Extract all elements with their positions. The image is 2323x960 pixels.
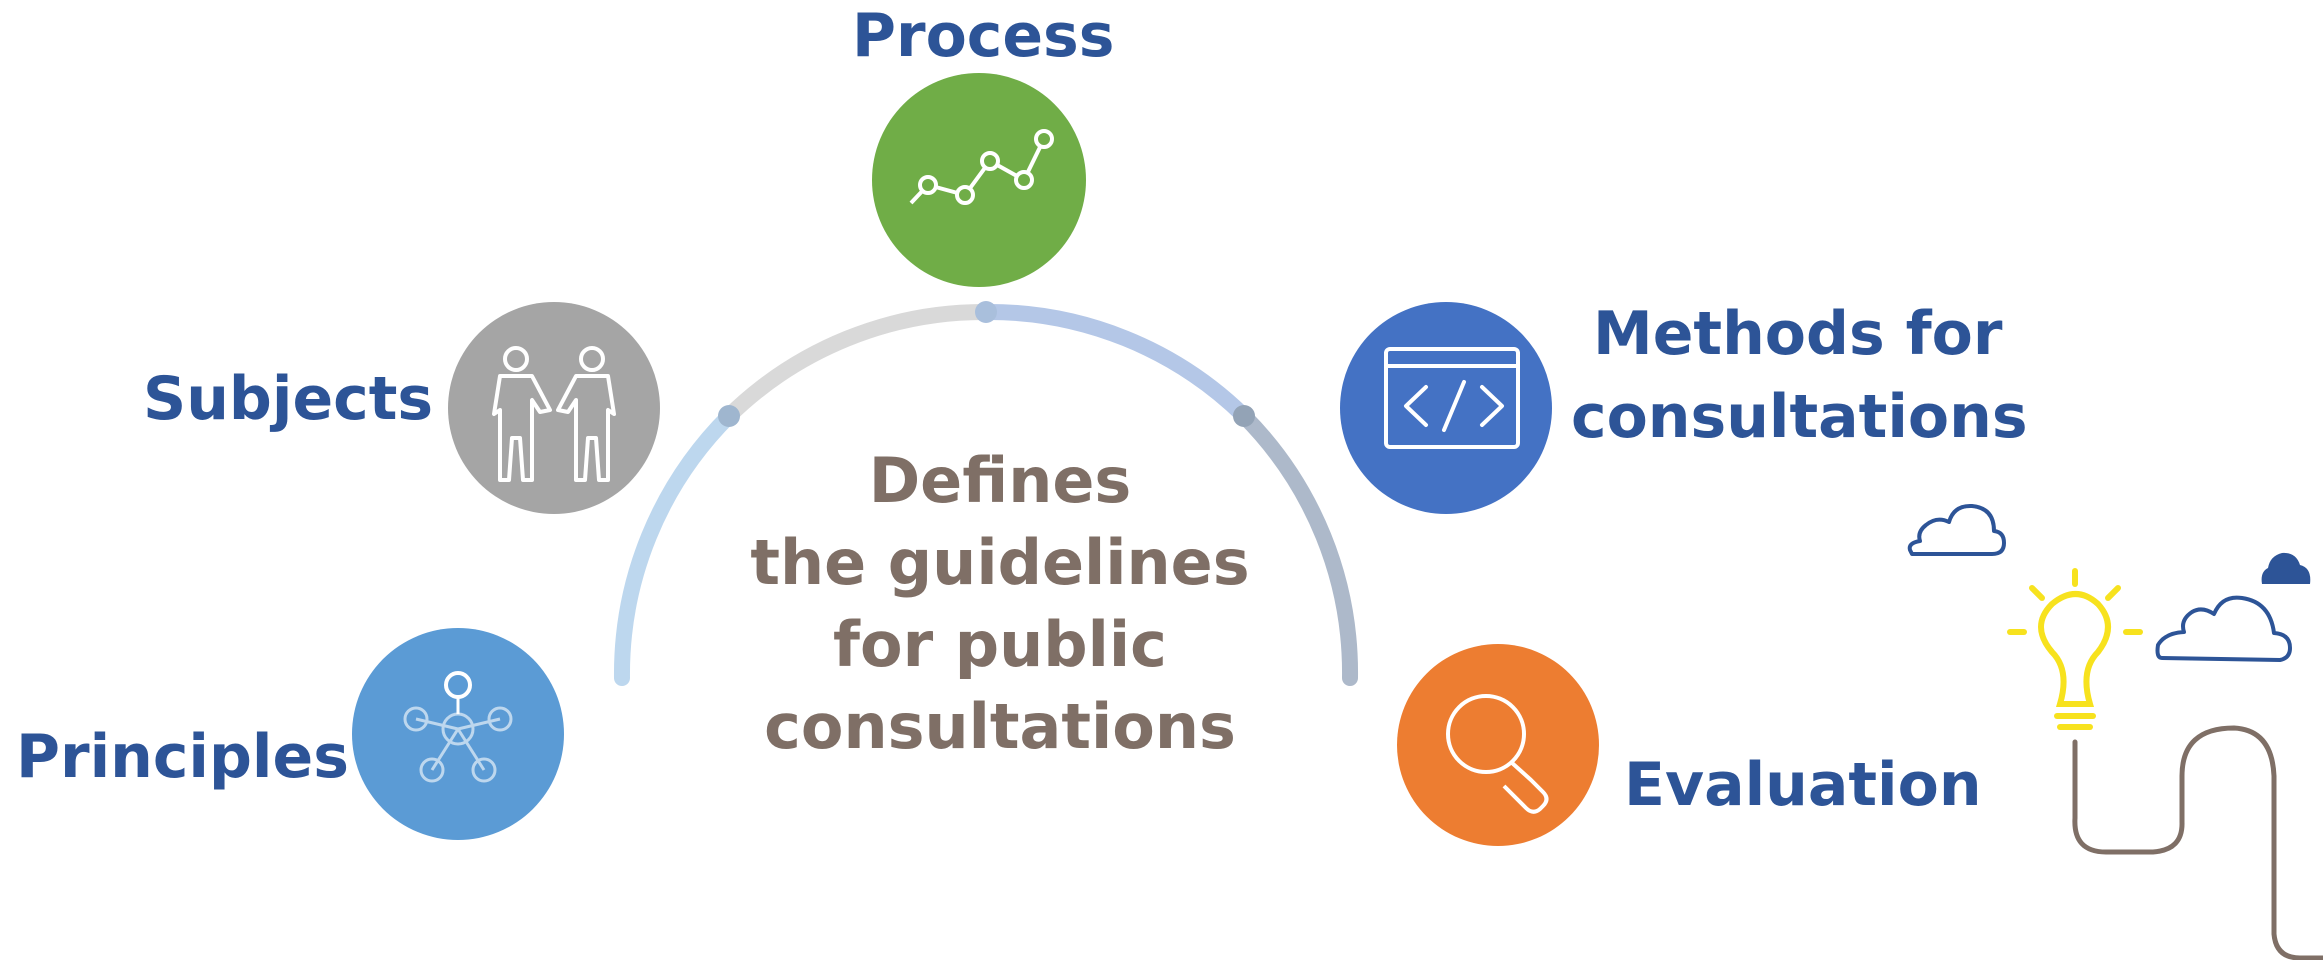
arc-junction-dots [718,301,1255,427]
principles-circle [352,628,564,840]
guidelines-arc [613,303,1359,686]
subjects-label: Subjects [143,364,434,434]
evaluation-node [1397,644,1599,846]
methods-circle [1340,302,1552,514]
process-label: Process [852,1,1115,71]
center-line-4: consultations [764,690,1236,763]
center-description: Defines the guidelines for public consul… [700,440,1300,768]
methods-node [1340,302,1552,514]
methods-label-line2: consultations [1571,382,2028,452]
subjects-node [448,302,660,514]
cloud-icon [2261,552,2311,584]
center-line-3: for public [833,608,1167,681]
principles-node [352,628,564,840]
process-node [872,73,1086,287]
center-line-1: Defines [868,444,1132,517]
cloud-icon [1907,503,2006,556]
arc-segment-principles [613,408,737,686]
subjects-circle [448,302,660,514]
process-circle [872,73,1086,287]
arc-segment-process [978,303,1252,424]
code-window-icon [1384,347,1520,449]
network-hub-icon [403,671,513,783]
handshake-people-icon [492,346,616,482]
magnifier-icon [1446,694,1549,814]
line-chart-icon [909,129,1054,205]
evaluation-label: Evaluation [1624,750,1982,820]
methods-label-line1: Methods for [1593,299,2003,369]
principles-label: Principles [16,722,349,792]
cloud-icon [2155,595,2292,662]
center-line-2: the guidelines [750,526,1250,599]
cable-icon [2072,725,2323,960]
arc-segment-subjects [721,303,994,424]
evaluation-circle [1397,644,1599,846]
light-bulb-icon [2007,568,2143,730]
arc-segment-methods [1236,408,1359,686]
